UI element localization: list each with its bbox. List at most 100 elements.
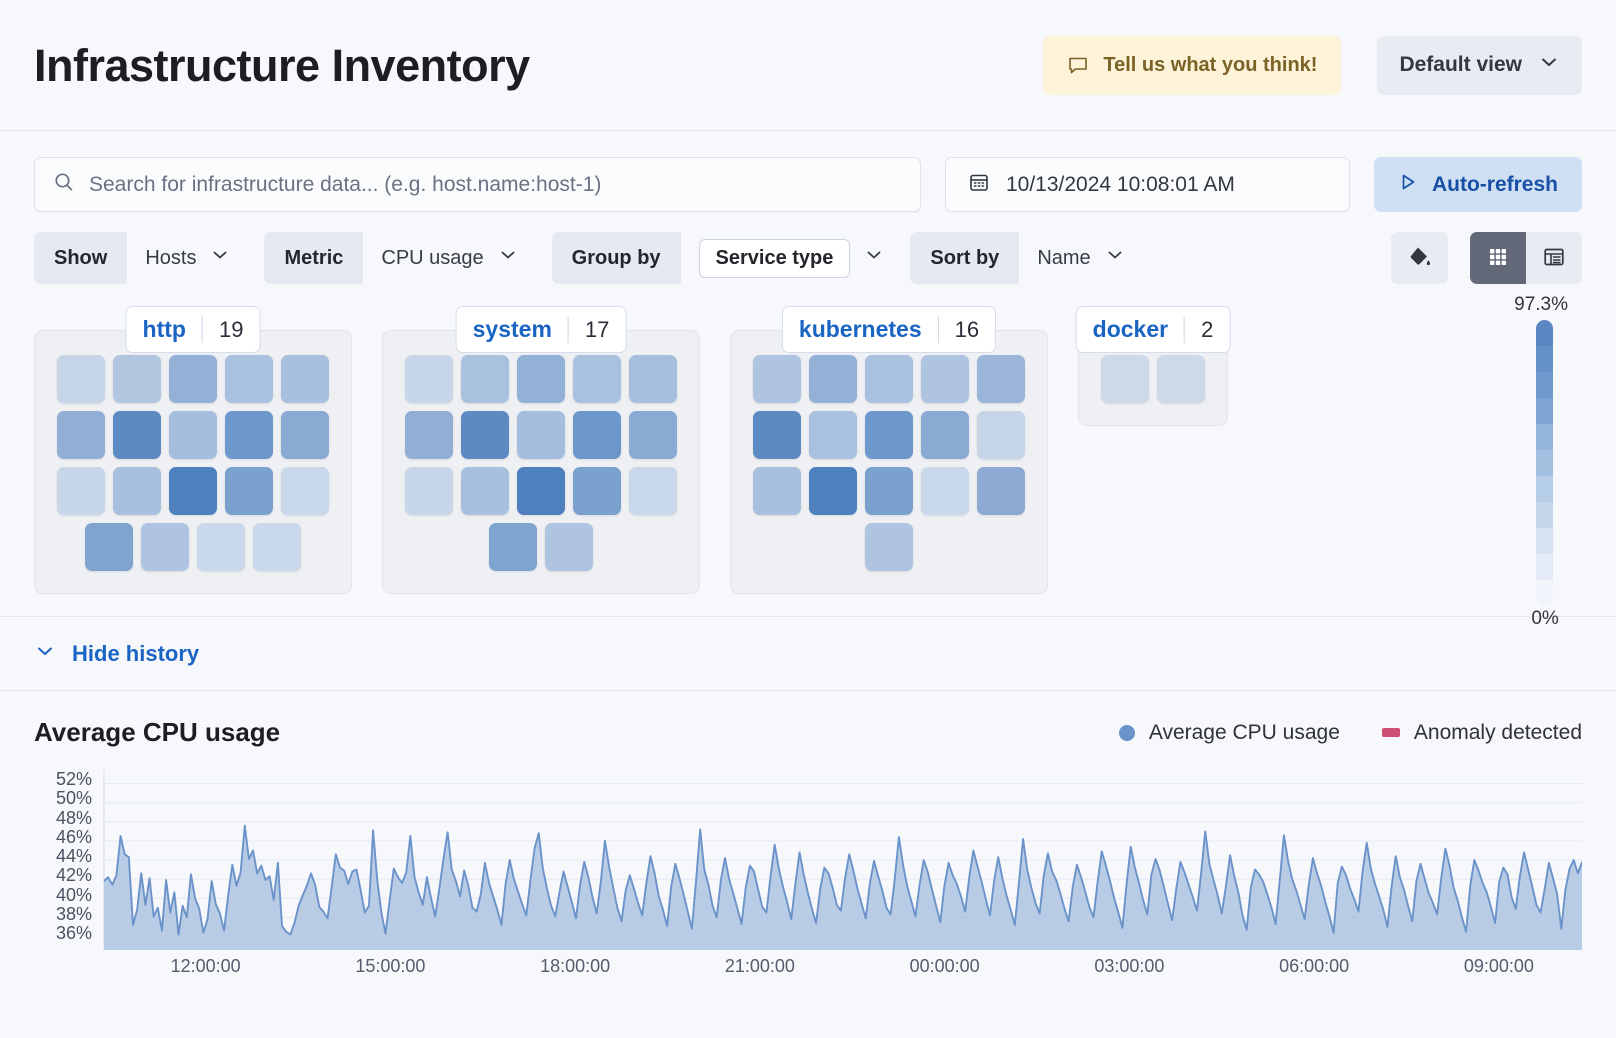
legend-segment (1535, 372, 1553, 398)
waffle-cell[interactable] (753, 467, 801, 515)
filter-sort-by[interactable]: Sort by Name (910, 232, 1142, 284)
feedback-button[interactable]: Tell us what you think! (1043, 35, 1342, 95)
waffle-row (85, 523, 301, 571)
filter-show[interactable]: Show Hosts (34, 232, 248, 284)
waffle-cell[interactable] (57, 411, 105, 459)
auto-refresh-button[interactable]: Auto-refresh (1373, 157, 1582, 212)
waffle-cell[interactable] (253, 523, 301, 571)
default-view-selector[interactable]: Default view (1377, 35, 1582, 95)
search-input[interactable] (89, 172, 902, 197)
waffle-cell[interactable] (921, 411, 969, 459)
waffle-cell[interactable] (865, 523, 913, 571)
x-axis-tick: 12:00:00 (170, 956, 241, 976)
waffle-cell[interactable] (517, 467, 565, 515)
x-axis-tick: 03:00:00 (1094, 956, 1165, 976)
filter-show-label: Show (34, 232, 128, 284)
waffle-cell[interactable] (573, 355, 621, 403)
chart-header: Average CPU usage Average CPU usage Anom… (34, 717, 1582, 748)
group-body (730, 330, 1048, 594)
waffle-cell[interactable] (489, 523, 537, 571)
waffle-cell[interactable] (281, 411, 329, 459)
waffle-cell[interactable] (461, 355, 509, 403)
waffle-cell[interactable] (809, 411, 857, 459)
waffle-row (405, 467, 677, 515)
cpu-usage-area-chart[interactable] (34, 770, 1582, 950)
chevron-down-icon (864, 245, 884, 271)
waffle-cell[interactable] (225, 467, 273, 515)
legend-item-average-cpu-usage[interactable]: Average CPU usage (1118, 721, 1340, 745)
x-axis-tick: 18:00:00 (540, 956, 611, 976)
waffle-cell[interactable] (573, 411, 621, 459)
waffle-cell[interactable] (281, 355, 329, 403)
filter-show-value[interactable]: Hosts (127, 232, 248, 284)
waffle-cell[interactable] (865, 467, 913, 515)
filter-group-by[interactable]: Group by Service type (551, 232, 895, 284)
legend-max-value: 97.3% (1514, 294, 1568, 315)
waffle-cell[interactable] (57, 467, 105, 515)
legend-segment (1535, 424, 1553, 450)
filter-metric[interactable]: Metric CPU usage (264, 232, 535, 284)
waffle-cell[interactable] (461, 467, 509, 515)
filter-sort-by-value[interactable]: Name (1019, 232, 1142, 284)
waffle-cell[interactable] (225, 355, 273, 403)
waffle-cell[interactable] (629, 467, 677, 515)
waffle-cell[interactable] (1101, 355, 1149, 403)
waffle-cell[interactable] (85, 523, 133, 571)
group-count: 2 (1201, 316, 1214, 342)
waffle-cell[interactable] (169, 467, 217, 515)
filter-group-by-value[interactable]: Service type (681, 232, 895, 284)
waffle-cell[interactable] (573, 467, 621, 515)
waffle-cell[interactable] (629, 411, 677, 459)
waffle-cell[interactable] (113, 355, 161, 403)
waffle-cell[interactable] (461, 411, 509, 459)
grid-view-toggle[interactable] (1470, 232, 1526, 284)
filter-sort-by-label: Sort by (910, 232, 1020, 284)
filter-metric-value[interactable]: CPU usage (363, 232, 535, 284)
waffle-cell[interactable] (169, 411, 217, 459)
legend-segment (1535, 476, 1553, 502)
waffle-cell[interactable] (517, 411, 565, 459)
waffle-cell[interactable] (921, 355, 969, 403)
waffle-cell[interactable] (753, 355, 801, 403)
waffle-cell[interactable] (405, 411, 453, 459)
waffle-cell[interactable] (57, 355, 105, 403)
waffle-cell[interactable] (405, 467, 453, 515)
waffle-cell[interactable] (809, 467, 857, 515)
waffle-cell[interactable] (141, 523, 189, 571)
waffle-cell[interactable] (921, 467, 969, 515)
date-picker[interactable]: 10/13/2024 10:08:01 AM (944, 157, 1350, 212)
search-box[interactable] (34, 157, 921, 212)
waffle-cell[interactable] (405, 355, 453, 403)
waffle-cell[interactable] (517, 355, 565, 403)
group-count: 19 (218, 316, 244, 342)
waffle-cell[interactable] (977, 355, 1025, 403)
table-view-toggle[interactable] (1526, 232, 1582, 284)
waffle-cell[interactable] (169, 355, 217, 403)
waffle-cell[interactable] (225, 411, 273, 459)
waffle-cell[interactable] (809, 355, 857, 403)
legend-min-value: 0% (1531, 608, 1559, 629)
waffle-cell[interactable] (1157, 355, 1205, 403)
waffle-cell[interactable] (545, 523, 593, 571)
hide-history-button[interactable]: Hide history (34, 640, 199, 668)
legend-controls-button[interactable] (1391, 232, 1448, 284)
waffle-cell[interactable] (629, 355, 677, 403)
waffle-cell[interactable] (865, 355, 913, 403)
waffle-cell[interactable] (113, 411, 161, 459)
waffle-cell[interactable] (865, 411, 913, 459)
waffle-cell[interactable] (977, 411, 1025, 459)
waffle-cell[interactable] (113, 467, 161, 515)
waffle-cell[interactable] (753, 411, 801, 459)
waffle-cell[interactable] (197, 523, 245, 571)
waffle-cell[interactable] (977, 467, 1025, 515)
waffle-cell[interactable] (281, 467, 329, 515)
legend-gradient-bar[interactable] (1535, 320, 1553, 606)
legend-item-anomaly-detected[interactable]: Anomaly detected (1381, 721, 1582, 745)
